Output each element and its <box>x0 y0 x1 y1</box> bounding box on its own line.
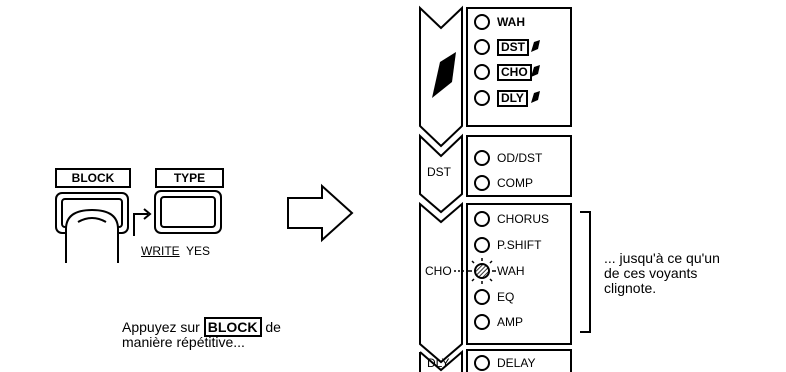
pedal-small-icon <box>531 91 540 103</box>
led-wah-blinking <box>475 264 489 278</box>
caption-line2: manière répétitive... <box>122 335 281 350</box>
item-wah-cho: WAH <box>497 264 525 278</box>
led-pshift <box>475 238 489 252</box>
item-chorus: CHORUS <box>497 212 549 226</box>
tab-cho-label: CHO <box>425 264 452 278</box>
pedal-small-icon <box>531 40 540 52</box>
type-switch-inner <box>161 197 215 227</box>
write-label: WRITE <box>141 244 180 258</box>
led-delay <box>475 356 489 370</box>
led-cho <box>475 65 489 79</box>
item-pshift: P.SHIFT <box>497 238 541 252</box>
led-comp <box>475 176 489 190</box>
note: ... jusqu'à ce qu'un de ces voyants clig… <box>604 251 720 296</box>
note-line3: clignote. <box>604 281 720 296</box>
led-amp <box>475 315 489 329</box>
right-arrow-icon <box>288 186 352 240</box>
item-eq: EQ <box>497 290 514 304</box>
item-cho: CHO <box>497 64 532 81</box>
yes-label: YES <box>186 244 210 258</box>
caption-prefix: Appuyez sur <box>122 319 200 335</box>
type-label: TYPE <box>155 168 224 188</box>
tab-dst-label: DST <box>427 165 451 179</box>
led-dst <box>475 40 489 54</box>
tab-cho <box>420 204 462 362</box>
item-dly: DLY <box>497 90 528 107</box>
note-line1: ... jusqu'à ce qu'un <box>604 251 720 266</box>
item-od-dst: OD/DST <box>497 151 542 165</box>
item-wah: WAH <box>497 15 525 29</box>
note-line2: de ces voyants <box>604 266 720 281</box>
led-wah <box>475 15 489 29</box>
led-eq <box>475 290 489 304</box>
block-label: BLOCK <box>55 168 131 188</box>
item-amp: AMP <box>497 315 523 329</box>
item-comp: COMP <box>497 176 533 190</box>
pedal-icon <box>432 52 456 98</box>
led-dly <box>475 91 489 105</box>
pedal-small-icon <box>531 65 540 77</box>
caption: Appuyez sur BLOCK de manière répétitive.… <box>122 320 281 350</box>
caption-line1: Appuyez sur BLOCK de <box>122 320 281 335</box>
caption-suffix: de <box>265 319 281 335</box>
note-bracket <box>580 212 590 332</box>
item-delay: DELAY <box>497 356 535 370</box>
item-dst: DST <box>497 39 529 56</box>
tab-dly-label: DLY <box>427 356 449 370</box>
led-chorus <box>475 212 489 226</box>
led-od-dst <box>475 151 489 165</box>
